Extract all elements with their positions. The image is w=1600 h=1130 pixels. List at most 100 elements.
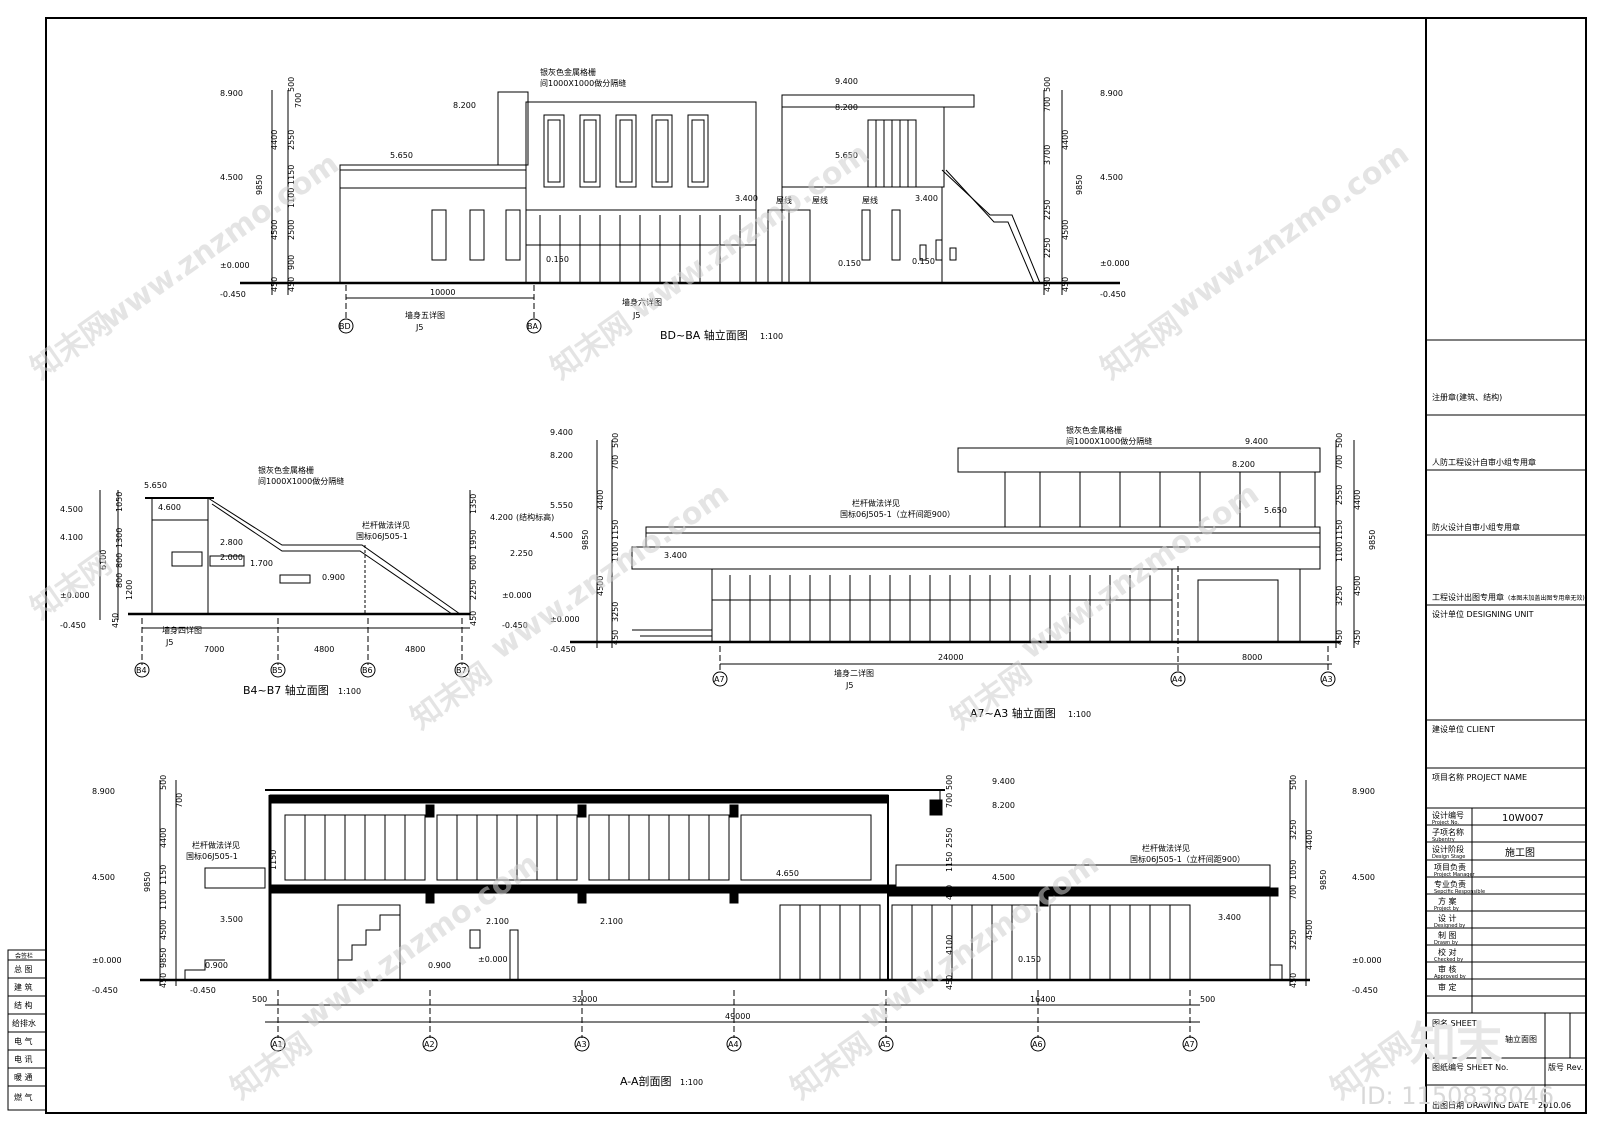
sub-item-en: Subentry bbox=[1432, 837, 1455, 843]
svg-text:Approved by: Approved by bbox=[1434, 974, 1466, 980]
svg-text:www.znzmo.com: www.znzmo.com bbox=[1165, 136, 1416, 326]
level-9400-c: 9.400 bbox=[550, 428, 573, 437]
level-8200: 8.200 bbox=[453, 101, 476, 110]
svg-text:1950: 1950 bbox=[469, 530, 478, 550]
svg-text:专业负责: 专业负责 bbox=[1434, 879, 1466, 889]
dim-span-bd-ba: 10000 bbox=[430, 288, 455, 297]
stage-en: Design Stage bbox=[1432, 854, 1465, 860]
svg-text:4500: 4500 bbox=[1353, 576, 1362, 596]
level-0000-s4: ±0.000 bbox=[1352, 956, 1382, 965]
material-note-2: 间1000X1000做分隔缝 bbox=[540, 78, 626, 88]
level-0150-c: 0.150 bbox=[912, 257, 935, 266]
axis-a3: A3 bbox=[576, 1040, 587, 1049]
svg-text:1150: 1150 bbox=[945, 852, 954, 872]
svg-text:3250: 3250 bbox=[1289, 820, 1298, 840]
svg-text:知末网: 知末网 bbox=[405, 656, 499, 736]
sign-row-5: 电 气 bbox=[14, 1036, 33, 1046]
sign-table-title: 会签栏 bbox=[15, 952, 33, 960]
stamp-fire: 防火设计自审小组专用章 bbox=[1432, 522, 1520, 532]
dims-a-a: 500 700 4400 1150 1100 4500 9850 9850 45… bbox=[143, 775, 1328, 990]
rail-ref-b: 国标06J505-1 bbox=[356, 531, 408, 541]
sheet-content: 轴立面图 bbox=[1505, 1034, 1537, 1044]
svg-text:450: 450 bbox=[945, 975, 954, 990]
svg-text:9850: 9850 bbox=[159, 948, 168, 968]
svg-text:1100: 1100 bbox=[287, 188, 296, 208]
level-4500-r: 4.500 bbox=[1100, 173, 1123, 182]
edge-500-l: 500 bbox=[252, 995, 267, 1004]
level-0150-s: 0.150 bbox=[1018, 955, 1041, 964]
designing-unit-label: 设计单位 DESIGNING UNIT bbox=[1432, 609, 1534, 619]
svg-text:700: 700 bbox=[1043, 97, 1052, 112]
svg-text:4500: 4500 bbox=[596, 576, 605, 596]
scale-bd-ba: 1:100 bbox=[760, 332, 783, 341]
span-4800-a: 4800 bbox=[314, 645, 334, 654]
axis-a7: A7 bbox=[1184, 1040, 1195, 1049]
rev-label: 版号 Rev. bbox=[1548, 1062, 1583, 1072]
axis-a3-e: A3 bbox=[1322, 675, 1333, 684]
svg-text:450: 450 bbox=[270, 277, 279, 292]
svg-text:1300: 1300 bbox=[115, 528, 124, 548]
stamp-registration: 注册章(建筑、结构) bbox=[1432, 392, 1502, 402]
svg-text:1150: 1150 bbox=[611, 520, 620, 540]
level-8900-s2: 8.900 bbox=[1352, 787, 1375, 796]
svg-text:1050: 1050 bbox=[1289, 860, 1298, 880]
level-2800: 2.800 bbox=[220, 538, 243, 547]
note-j5-a: J5 bbox=[415, 323, 423, 332]
svg-text:3250: 3250 bbox=[611, 602, 620, 622]
level-0900-s: 0.900 bbox=[205, 961, 228, 970]
dims-a7-a3: 500 700 4400 1150 1100 4500 3250 9850 45… bbox=[581, 433, 1377, 645]
svg-text:www.znzmo.com: www.znzmo.com bbox=[485, 476, 736, 666]
svg-text:500: 500 bbox=[159, 775, 168, 790]
level-2250: 2.250 bbox=[510, 549, 533, 558]
note-j5-d: J5 bbox=[845, 681, 853, 690]
stamp-civil-defense: 人防工程设计自审小组专用章 bbox=[1432, 457, 1536, 467]
level-5650-c: 5.650 bbox=[1264, 506, 1287, 515]
level-0900: 0.900 bbox=[322, 573, 345, 582]
svg-text:9850: 9850 bbox=[143, 872, 152, 892]
level-0150-b: 0.150 bbox=[838, 259, 861, 268]
svg-text:1150: 1150 bbox=[159, 865, 168, 885]
axis-a4-e: A4 bbox=[1172, 675, 1183, 684]
design-no-label: 设计编号 bbox=[1432, 810, 1464, 820]
axis-b7: B7 bbox=[456, 666, 467, 675]
stamp-issue: 工程设计出图专用章 bbox=[1432, 592, 1504, 602]
svg-text:知末网: 知末网 bbox=[945, 656, 1039, 736]
elevation-a7-a3 bbox=[570, 440, 1355, 687]
svg-text:Drawn by: Drawn by bbox=[1434, 940, 1458, 946]
axis-b5: B5 bbox=[272, 666, 283, 675]
svg-text:4500: 4500 bbox=[270, 220, 279, 240]
svg-text:700: 700 bbox=[611, 455, 620, 470]
line-label-3: 屋线 bbox=[862, 195, 878, 205]
svg-text:4400: 4400 bbox=[596, 490, 605, 510]
svg-text:450: 450 bbox=[1353, 630, 1362, 645]
svg-text:9850: 9850 bbox=[255, 175, 264, 195]
axis-a2: A2 bbox=[424, 1040, 435, 1049]
level-3400: 3.400 bbox=[735, 194, 758, 203]
sign-table bbox=[7, 949, 47, 1111]
level-4650: 4.650 bbox=[776, 869, 799, 878]
level-m0450-s3: -0.450 bbox=[1352, 986, 1378, 995]
rail-ref-s: 国标06J505-1 bbox=[186, 851, 238, 861]
svg-text:1150: 1150 bbox=[269, 850, 278, 870]
span-49000: 49000 bbox=[725, 1012, 750, 1021]
svg-text:900: 900 bbox=[287, 255, 296, 270]
note-j5-b: J5 bbox=[632, 311, 640, 320]
level-4500-b: 4.500 bbox=[60, 505, 83, 514]
level-0000-b2: ±0.000 bbox=[502, 591, 532, 600]
role-rows: 项目负责 Project Manager 专业负责 Sepcific Respo… bbox=[1434, 862, 1485, 992]
level-0000-c: ±0.000 bbox=[550, 615, 580, 624]
svg-text:800: 800 bbox=[115, 553, 124, 568]
svg-text:1200: 1200 bbox=[125, 580, 134, 600]
level-3400-s: 3.400 bbox=[1218, 913, 1241, 922]
level-3400-c: 3.400 bbox=[664, 551, 687, 560]
level-2100-b: 2.100 bbox=[600, 917, 623, 926]
material-note-b2: 间1000X1000做分隔缝 bbox=[258, 476, 344, 486]
svg-text:9850: 9850 bbox=[1319, 870, 1328, 890]
sign-row-4: 给排水 bbox=[12, 1018, 36, 1028]
svg-text:500: 500 bbox=[945, 775, 954, 790]
level-1700: 1.700 bbox=[250, 559, 273, 568]
svg-text:450: 450 bbox=[159, 973, 168, 988]
svg-text:Project by: Project by bbox=[1434, 906, 1459, 912]
axis-a4: A4 bbox=[728, 1040, 739, 1049]
